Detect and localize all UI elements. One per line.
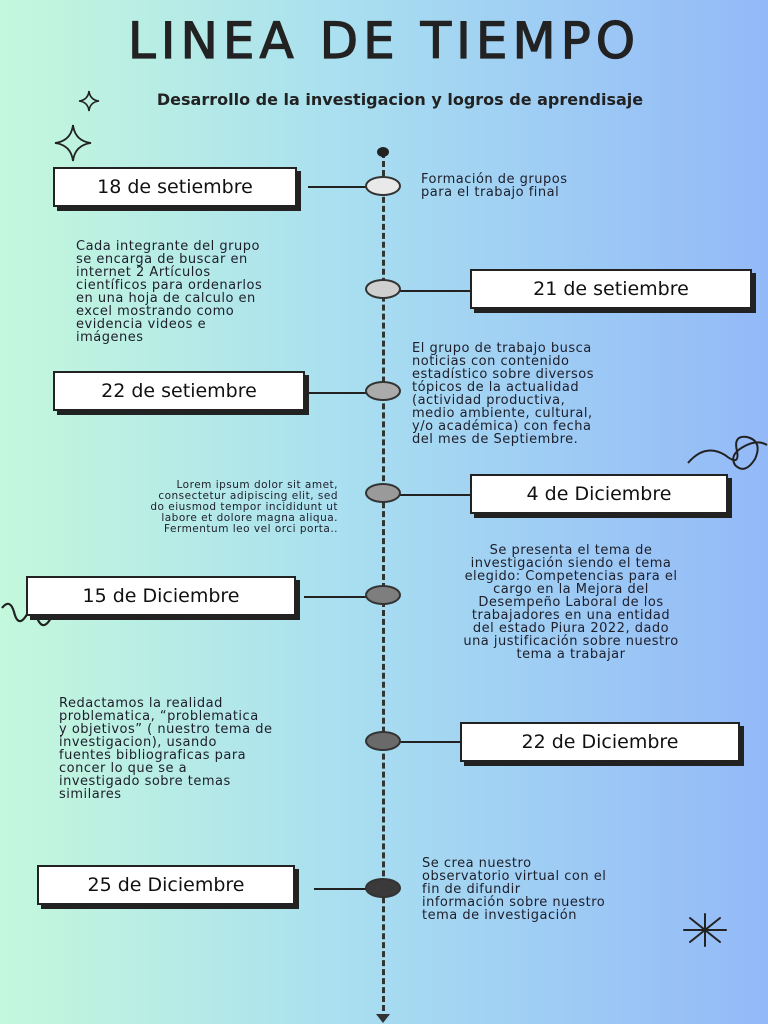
event-description: Se crea nuestro observatorio virtual con…: [422, 856, 607, 923]
page-subtitle: Desarrollo de la investigacion y logros …: [156, 90, 644, 109]
timeline-node: [365, 731, 401, 751]
date-box: 22 de setiembre: [53, 371, 305, 411]
date-box: 15 de Diciembre: [26, 576, 296, 616]
timeline-node: [365, 878, 401, 898]
event-description: El grupo de trabajo busca noticias con c…: [412, 341, 594, 447]
timeline-node: [365, 176, 401, 196]
asterisk-icon: [683, 913, 727, 947]
timeline-node: [365, 279, 401, 299]
connector-line: [400, 494, 472, 496]
event-description: Redactamos la realidad problematica, “pr…: [59, 696, 273, 802]
connector-line: [304, 392, 366, 394]
connector-line: [314, 888, 366, 890]
date-box: 22 de Diciembre: [460, 722, 740, 762]
event-description: Formación de grupos para el trabajo fina…: [421, 172, 568, 200]
event-description: Cada integrante del grupo se encarga de …: [76, 239, 263, 345]
sparkle-small-icon: [78, 90, 100, 112]
timeline-node: [365, 381, 401, 401]
timeline-node: [365, 585, 401, 605]
date-box: 18 de setiembre: [53, 167, 297, 207]
sparkle-large-icon: [54, 124, 92, 162]
date-box: 21 de setiembre: [470, 269, 752, 309]
connector-line: [400, 741, 462, 743]
date-box: 25 de Diciembre: [37, 865, 295, 905]
event-description: Se presenta el tema de investigación sie…: [463, 543, 679, 662]
page-title: LINEA DE TIEMPO: [127, 11, 641, 70]
timeline-start-dot: [377, 147, 389, 157]
event-description: Lorem ipsum dolor sit amet, consectetur …: [150, 479, 338, 535]
date-box: 4 de Diciembre: [470, 474, 728, 514]
timeline-node: [365, 483, 401, 503]
curl-squiggle-icon: [687, 435, 768, 470]
connector-line: [400, 290, 472, 292]
connector-line: [308, 186, 366, 188]
connector-line: [304, 596, 366, 598]
timeline-arrow-icon: [376, 1014, 390, 1023]
